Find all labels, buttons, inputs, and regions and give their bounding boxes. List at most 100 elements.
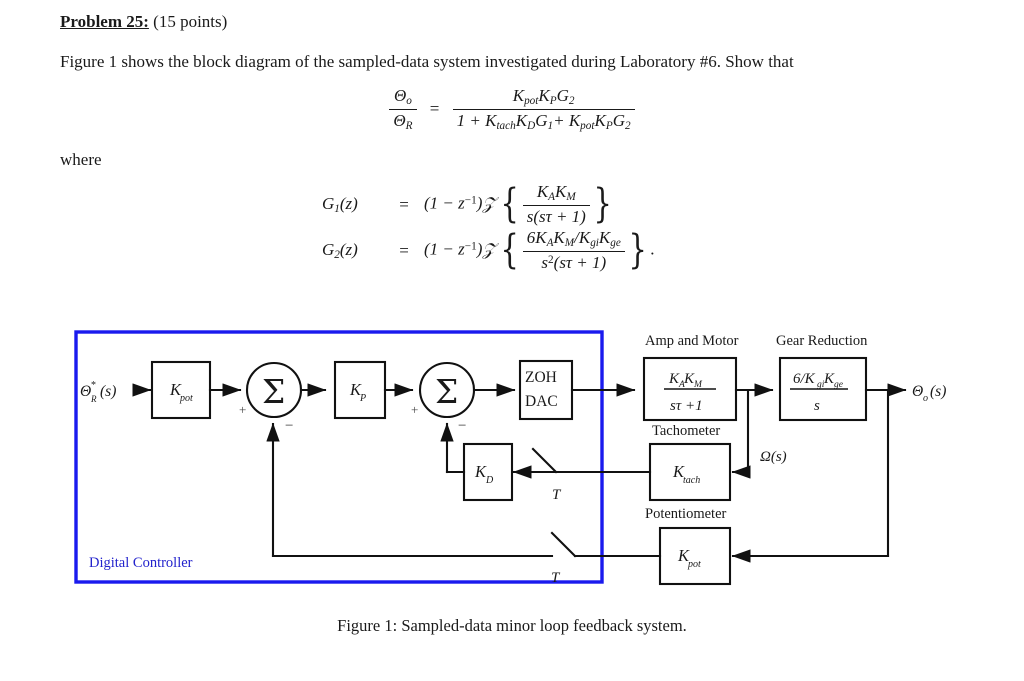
theta-r: Θ: [393, 110, 406, 130]
label-sampler-pot-period: T: [551, 570, 561, 586]
ktach-sub: tach: [496, 119, 516, 132]
kd-sub: D: [527, 119, 536, 132]
label-gear-den: s: [814, 398, 820, 414]
label-digital-controller: Digital Controller: [89, 555, 193, 571]
kpot2-sub: pot: [580, 119, 595, 132]
transfer-function-rhs: KpotKPG2 1 + KtachKDG1+ KpotKPG2: [452, 86, 635, 134]
label-amp-den: sτ +1: [670, 398, 703, 414]
g2-den-rest: (sτ + 1): [553, 253, 607, 273]
label-input-star: *: [91, 380, 96, 391]
g2b: G: [612, 110, 625, 130]
ka2-sub: A: [546, 237, 554, 250]
kp2: K: [594, 110, 606, 130]
g1-lhs: G1(z): [322, 194, 384, 215]
z-transform-operator: 𝒵: [482, 193, 496, 214]
label-summer1-sigma: Σ: [262, 372, 285, 411]
theta-o: Θ: [394, 86, 407, 105]
sampler-tach-blade: [531, 447, 558, 474]
label-gear-num-sub2: ge: [834, 380, 843, 390]
g2-equation: G2(z) = (1 − z−1)𝒵{ 6KAKM/KgiKge s2(sτ +…: [0, 228, 1024, 274]
g2-factor: (1 − z: [424, 239, 465, 259]
g2-equals: =: [399, 241, 409, 260]
g1-equation: G1(z) = (1 − z−1)𝒵{ KAKM s(sτ + 1) }: [0, 182, 1024, 228]
label-amp-num-km-sub: M: [693, 380, 703, 390]
right-brace: }: [593, 181, 612, 228]
problem-statement: Figure 1 shows the block diagram of the …: [60, 52, 794, 71]
label-potentiometer: Potentiometer: [645, 506, 727, 522]
g2-fraction: 6KAKM/KgiKge s2(sτ + 1): [522, 228, 625, 274]
g2-den-exp: 2: [548, 253, 554, 266]
block-diagram-svg: Θ * R (s) K pot Σ + − K P Σ + − ZOH: [74, 330, 946, 586]
left-brace-2: {: [500, 227, 520, 274]
g2b-sub: 2: [625, 119, 631, 132]
g2-rhs: (1 − z−1)𝒵{ 6KAKM/KgiKge s2(sτ + 1) }.: [424, 228, 655, 274]
label-gear-num-k2: K: [823, 371, 835, 387]
g2-index: 2: [334, 249, 340, 262]
label-block-ktach-sub: tach: [683, 475, 700, 486]
g2-sub: 2: [568, 95, 575, 108]
g1-sub: 1: [547, 119, 554, 132]
g1-symbol: G: [322, 194, 335, 214]
k-p: K: [538, 86, 550, 105]
kgi: /K: [574, 228, 591, 248]
km-sub: M: [566, 191, 576, 204]
six-ka: 6K: [526, 228, 547, 248]
kge-sub: ge: [610, 237, 621, 250]
label-gear-num-sub1: gi: [817, 380, 825, 390]
g1-index: 1: [334, 203, 340, 216]
label-tachometer: Tachometer: [652, 423, 720, 439]
g2-period: .: [650, 239, 655, 259]
label-output-sub: o: [923, 393, 928, 404]
problem-points: (15 points): [153, 12, 228, 31]
k-pot-sub: pot: [524, 95, 539, 108]
g2-symbol: G: [322, 240, 335, 260]
km2-sub: M: [564, 237, 575, 250]
block-zoh-dac: [518, 359, 574, 421]
transfer-function-lhs: Θo ΘR: [389, 86, 417, 134]
theta-o-sub: o: [406, 95, 412, 108]
block-kp: [333, 360, 387, 420]
label-amp-num-ka-sub: A: [678, 380, 685, 390]
ka-sub: A: [548, 191, 556, 204]
block-diagram-figure: Θ * R (s) K pot Σ + − K P Σ + − ZOH: [0, 318, 1024, 608]
g1-arg: (z): [339, 194, 358, 214]
label-block-ktach: K: [672, 462, 685, 481]
g1-rhs: (1 − z−1)𝒵{ KAKM s(sτ + 1) }: [424, 182, 615, 228]
label-input-theta: Θ: [80, 383, 91, 400]
label-output-arg: (s): [930, 383, 946, 400]
kgi-sub: gi: [590, 237, 599, 250]
rhs-numerator: KpotKPG2: [453, 86, 635, 109]
label-gear-reduction: Gear Reduction: [776, 333, 868, 349]
k-p-sub: P: [549, 95, 557, 108]
block-potentiometer: [658, 526, 732, 586]
km: K: [555, 182, 567, 202]
kd: K: [515, 110, 528, 130]
label-input-sub: R: [90, 394, 97, 404]
label-summer2-sigma: Σ: [435, 372, 458, 411]
problem-number: Problem 25:: [60, 12, 149, 31]
label-output-theta: Θ: [912, 383, 923, 400]
label-block-kpot-sub: pot: [687, 559, 701, 570]
label-summer2-plus: +: [411, 402, 418, 417]
label-block-kpot-input: K: [169, 380, 182, 399]
g2-arg: (z): [339, 240, 358, 260]
g2-factor-close: ): [476, 239, 483, 259]
left-brace: {: [500, 181, 520, 228]
label-block-kp-sub: P: [359, 393, 366, 404]
g1: G: [535, 110, 548, 130]
label-amp-num-ka: K: [668, 371, 680, 387]
g-definitions: G1(z) = (1 − z−1)𝒵{ KAKM s(sτ + 1) } G2(…: [0, 182, 1024, 274]
label-block-kd: K: [474, 462, 487, 481]
right-brace-2: }: [628, 227, 647, 274]
g2: G: [556, 86, 569, 105]
label-block-kpot-input-sub: pot: [179, 393, 193, 404]
label-amp-and-motor: Amp and Motor: [645, 333, 739, 349]
label-omega: Ω(s): [760, 449, 787, 465]
label-sampler-tach-period: T: [552, 487, 562, 503]
label-zoh: ZOH: [525, 369, 557, 386]
g2-lhs: G2(z): [322, 240, 384, 261]
block-kd: [462, 442, 514, 502]
problem-heading: Problem 25: (15 points): [60, 12, 227, 32]
label-input-arg: (s): [100, 383, 116, 400]
